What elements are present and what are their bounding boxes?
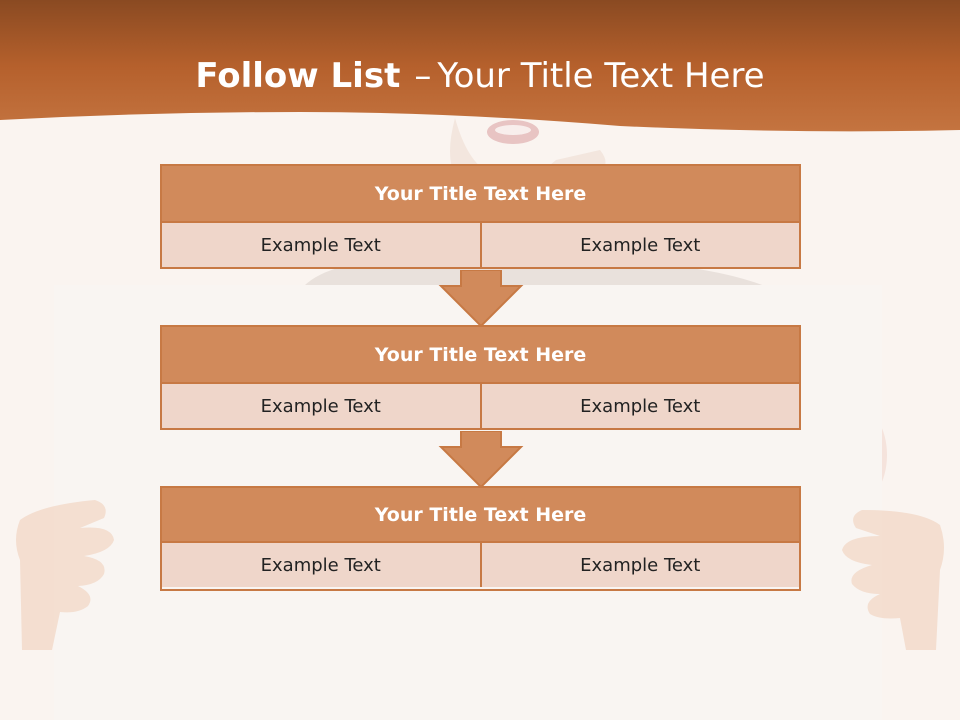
left-hand: [16, 500, 114, 650]
down-arrow-icon: [438, 270, 524, 328]
title-separator: –: [414, 56, 432, 96]
block-cell: Example Text: [479, 543, 799, 587]
block-row: Example Text Example Text: [162, 223, 799, 267]
title-bold-text: Follow List: [195, 56, 401, 96]
block-cell: Example Text: [162, 223, 480, 267]
slide-title: Follow List–Your Title Text Here: [0, 54, 960, 98]
block-cell: Example Text: [479, 384, 799, 428]
flow-block-2: Your Title Text Here Example Text Exampl…: [160, 325, 801, 430]
block-title: Your Title Text Here: [162, 488, 799, 543]
down-arrow-icon: [438, 431, 524, 489]
block-row: Example Text Example Text: [162, 543, 799, 587]
block-cell: Example Text: [162, 384, 480, 428]
title-rest-text: Your Title Text Here: [437, 56, 765, 96]
block-row: Example Text Example Text: [162, 384, 799, 428]
right-hand: [842, 510, 944, 650]
block-cell: Example Text: [162, 543, 480, 587]
title-banner: [0, 0, 960, 132]
block-title: Your Title Text Here: [162, 166, 799, 223]
flow-block-3: Your Title Text Here Example Text Exampl…: [160, 486, 801, 591]
block-title: Your Title Text Here: [162, 327, 799, 384]
block-cell: Example Text: [479, 223, 799, 267]
flow-block-1: Your Title Text Here Example Text Exampl…: [160, 164, 801, 269]
